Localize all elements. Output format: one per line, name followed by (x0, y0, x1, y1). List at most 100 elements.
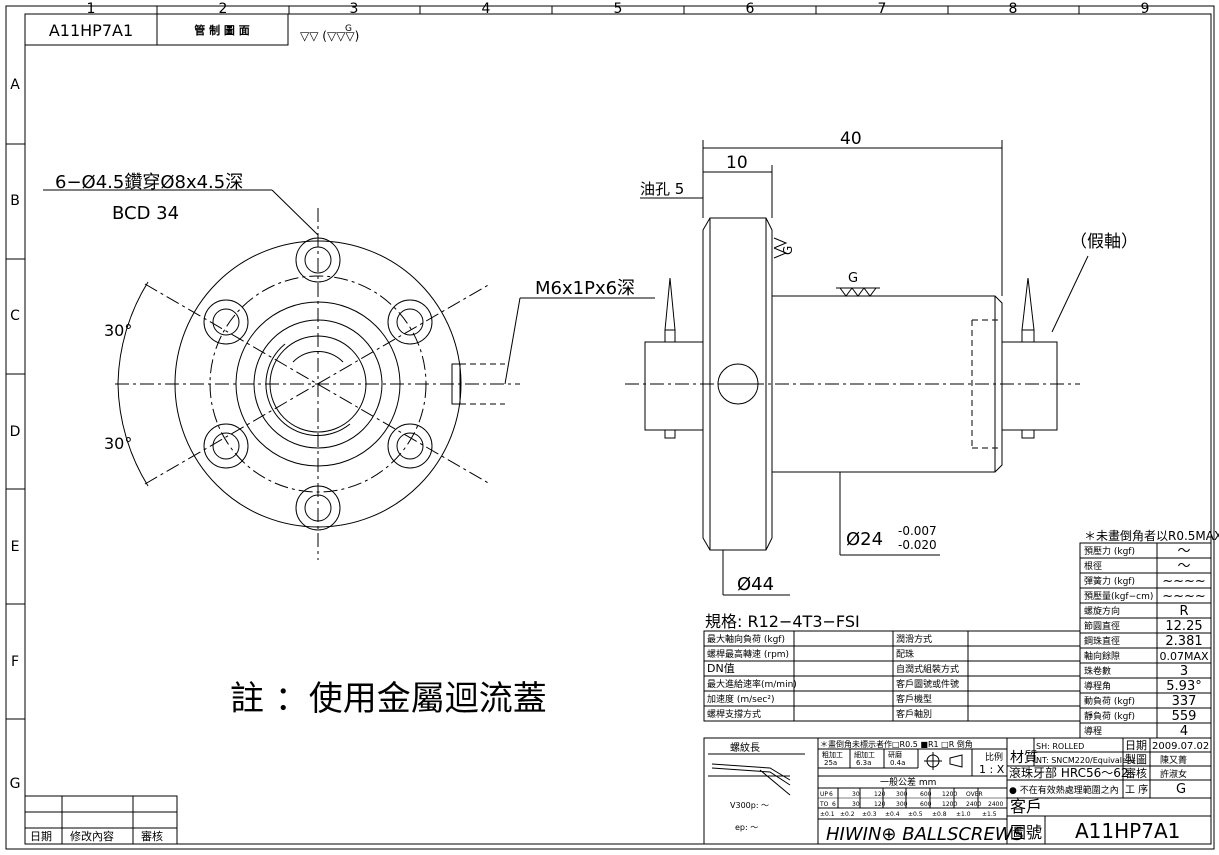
zone-col-7: 7 (878, 1, 887, 17)
right-table: ＊未畫倒角者以R0.5MAX 預壓力 (kgf) 根徑 彈簧力 (kgf) 預壓… (1079, 528, 1219, 739)
tol-from-6: OVER (966, 791, 983, 798)
dim-overall: 40 (840, 129, 862, 149)
zone-col-6: 6 (746, 1, 755, 17)
v300-label: V300p: ～ (730, 801, 769, 810)
drawer-name: 陳又菁 (1160, 754, 1187, 766)
angle-bottom-label: 30° (104, 434, 132, 453)
rt-k-5: 螺旋方向 (1084, 605, 1120, 617)
tol-from-2: 120 (874, 791, 886, 798)
tol-to-2: 120 (874, 801, 886, 808)
tol-val-3: ±0.4 (885, 811, 900, 818)
spec-mid-2: 配珠 (896, 648, 914, 660)
material-label: 材質 (1010, 750, 1038, 766)
rough-val: 25a (824, 759, 837, 767)
spec-left-3: DN值 (707, 662, 735, 675)
zone-row-f: F (11, 654, 19, 670)
bcd-label: BCD 34 (112, 203, 179, 224)
hardness: 滾珠牙部 HRC56～62 (1009, 765, 1129, 780)
zone-row-c: C (10, 308, 20, 324)
zone-row-g: G (10, 776, 21, 792)
thread-length-label: 螺紋長 (730, 741, 760, 754)
fine-label: 細加工 (854, 750, 875, 759)
tol-val-2: ±0.3 (862, 811, 877, 818)
revision-date-label: 日期 (30, 830, 52, 843)
material-nt: NT: SNCM220/Equivalent (1036, 756, 1135, 765)
tol-to-3: 300 (896, 801, 908, 808)
metal-return-cap-note: 註 ：使用金屬迴流蓋 (230, 679, 547, 719)
tol-to-6: 2400 (966, 801, 981, 808)
header-block: A11HP7A1 管 制 圖 面 ▽▽ (▽▽▽) G (24, 13, 359, 46)
tol-to-0: 6 (832, 801, 836, 808)
rt-v-7: 2.381 (1165, 634, 1202, 649)
zone-row-a: A (10, 77, 20, 93)
zone-row-d: D (10, 424, 21, 440)
outer-border (5, 5, 1215, 850)
tol-val-7: ±1.5 (982, 811, 997, 818)
tol-val-0: ±0.1 (820, 811, 835, 818)
scale-value: 1 : X (979, 763, 1005, 776)
tol-from-3: 300 (896, 791, 908, 798)
revision-check-label: 審核 (141, 829, 163, 843)
revision-block: 日期 修改內容 審核 (24, 795, 178, 845)
process-label: 工 序 (1125, 783, 1148, 796)
rt-k-1: 預壓力 (kgf) (1084, 545, 1135, 557)
finish-body: G (848, 271, 858, 286)
rt-k-7: 鋼珠直徑 (1084, 635, 1120, 647)
dummy-shaft-label: （假軸） (1070, 232, 1138, 252)
side-view: 40 10 油孔 5 （假軸） G G Ø24 -0.007 -0.020 Ø4… (625, 129, 1138, 596)
spec-left-2: 螺桿最高轉速 (rpm) (707, 648, 789, 660)
dia-body-tol-upper: -0.007 (898, 524, 937, 538)
header-title: 管 制 圖 面 (194, 23, 250, 37)
spec-mid-4: 客戶圖號或件號 (896, 678, 959, 690)
zone-row-b: B (10, 193, 20, 209)
zone-col-9: 9 (1141, 1, 1150, 17)
spec-mid-5: 客戶機型 (896, 693, 932, 705)
tol-from-4: 600 (920, 791, 932, 798)
rt-v-6: 12.25 (1165, 619, 1202, 634)
spec-mid-3: 自潤式組裝方式 (896, 663, 959, 675)
tol-to-4: 600 (920, 801, 932, 808)
rt-v-8: 0.07MAX (1159, 650, 1209, 663)
tol-to-1: 30 (852, 801, 860, 808)
oil-hole-label: 油孔 5 (640, 180, 684, 198)
fine-val: 6.3a (856, 759, 871, 767)
rt-v-4: ~~~~ (1162, 589, 1206, 604)
spec-mid-1: 潤滑方式 (896, 633, 932, 645)
tol-val-6: ±1.0 (956, 811, 971, 818)
grind-val: 0.4a (890, 759, 905, 767)
customer-label: 客戶 (1010, 797, 1042, 816)
hiwin-brand: HIWIN⊕ BALLSCREWS (826, 824, 1024, 845)
date-label: 日期 (1125, 739, 1147, 752)
rt-k-9: 珠卷數 (1084, 665, 1111, 677)
rough-label: 粗加工 (822, 750, 843, 759)
angle-top-label: 30° (104, 321, 132, 340)
rt-v-11: 337 (1172, 694, 1197, 709)
zone-row-e: E (11, 539, 20, 555)
drawing-no-label: 圖號 (1010, 823, 1042, 842)
spec-left-5: 加速度 (m/sec²) (707, 693, 774, 705)
process-value: G (1176, 782, 1186, 797)
heat-note: ● 不在有效熱處理範圍之內 (1009, 784, 1119, 796)
header-finish-grade: G (345, 24, 352, 34)
rt-v-3: ~~~~ (1162, 574, 1206, 589)
check-label: 審核 (1125, 766, 1147, 780)
date-value: 2009.07.02 (1152, 741, 1209, 752)
header-drawing-no: A11HP7A1 (49, 21, 133, 40)
rt-k-11: 動負荷 (kgf) (1084, 695, 1135, 707)
tol-to-label: TO (819, 801, 829, 808)
draw-label: 製圖 (1125, 752, 1147, 766)
chamfer-note: ＊畫倒角未標示者作□R0.5 ■R1 □R 倒角 (820, 739, 973, 749)
spec-left-4: 最大進給速率(m/min) (707, 678, 797, 690)
rt-k-6: 節圓直徑 (1084, 620, 1120, 632)
rt-k-4: 預壓量(kgf−cm) (1084, 591, 1153, 602)
tol-from-5: 1200 (942, 791, 957, 798)
tol-to-5: 1200 (942, 801, 957, 808)
tol-val-5: ±0.8 (932, 811, 947, 818)
rt-k-12: 靜負荷 (kgf) (1084, 710, 1135, 722)
tol-val-1: ±0.2 (840, 811, 855, 818)
spec-table: 規格: R12−4T3−FSI 最大軸向負荷 (kgf) 螺桿最高轉速 (rpm… (703, 612, 1081, 722)
inner-border (24, 13, 1212, 845)
zone-col-4: 4 (482, 1, 491, 17)
general-tol-label: 一般公差 mm (880, 776, 936, 788)
